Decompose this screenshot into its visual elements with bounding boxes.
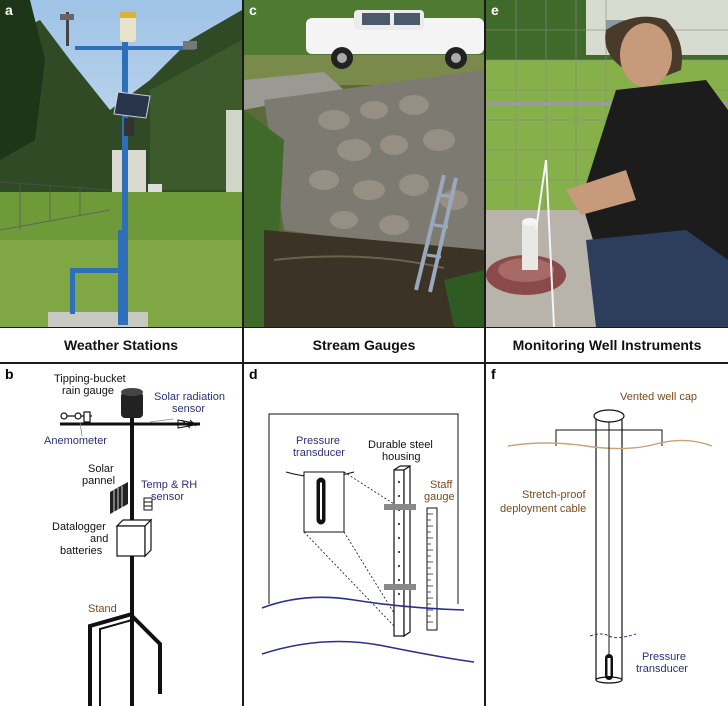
label-rain-gauge-line2: rain gauge xyxy=(62,385,114,397)
photo-monitoring-well: e xyxy=(486,0,728,327)
panel-label-b: b xyxy=(5,366,14,382)
panel-label-c: c xyxy=(249,2,257,18)
solar-radiation-sensor-icon xyxy=(177,419,201,429)
label-stand: Stand xyxy=(88,603,117,615)
anemometer-icon xyxy=(60,411,92,423)
header-monitoring-well: Monitoring Well Instruments xyxy=(486,328,728,362)
panel-label-a: a xyxy=(5,2,13,18)
ground-surface-line xyxy=(507,439,713,450)
well-casing xyxy=(595,416,623,684)
pressure-transducer-inset xyxy=(303,471,345,533)
label-pressure-transducer-line1: Pressure xyxy=(296,435,340,447)
water-level-line xyxy=(589,633,637,639)
label-solar-panel-line2: pannel xyxy=(82,475,115,487)
diagram-monitoring-well: f Vented well cap Stretch-proof deployme… xyxy=(486,364,728,706)
panel-label-e: e xyxy=(491,2,499,18)
housing-bracket-lower xyxy=(384,584,416,590)
diagram-weather-station: b xyxy=(0,364,242,706)
label-solar-panel-line1: Solar xyxy=(88,463,114,475)
label-datalogger-line1: Datalogger xyxy=(52,521,106,533)
pressure-transducer-icon xyxy=(605,654,613,680)
header-weather-stations: Weather Stations xyxy=(0,328,242,362)
label-temp-rh-line2: sensor xyxy=(151,491,184,503)
label-steel-housing-line1: Durable steel xyxy=(368,439,433,451)
housing-bracket-upper xyxy=(384,504,416,510)
photo-weather-station: a xyxy=(0,0,242,327)
panel-label-f: f xyxy=(491,366,496,382)
label-solar-radiation-line1: Solar radiation xyxy=(154,391,225,403)
staff-gauge-ticks xyxy=(427,513,433,623)
weather-station-drawing xyxy=(60,414,200,706)
label-solar-radiation-line2: sensor xyxy=(172,403,205,415)
well-cap-icon xyxy=(593,409,625,423)
datalogger-box-icon xyxy=(115,518,153,558)
staff-gauge xyxy=(426,507,438,631)
label-anemometer: Anemometer xyxy=(44,435,107,447)
label-rain-gauge-line1: Tipping-bucket xyxy=(54,373,126,385)
solar-panel-icon xyxy=(110,482,128,514)
panel-label-d: d xyxy=(249,366,258,382)
label-staff-gauge-line2: gauge xyxy=(424,491,455,503)
label-temp-rh-line1: Temp & RH xyxy=(141,479,197,491)
label-well-pressure-line2: transducer xyxy=(636,663,688,675)
label-datalogger-line3: batteries xyxy=(60,545,103,557)
label-pressure-transducer-line2: transducer xyxy=(293,447,345,459)
label-well-pressure-line1: Pressure xyxy=(642,651,686,663)
label-staff-gauge-line1: Staff xyxy=(430,479,453,491)
label-deployment-cable-line1: Stretch-proof xyxy=(522,489,587,501)
label-deployment-cable-line2: deployment cable xyxy=(500,503,586,515)
label-steel-housing-line2: housing xyxy=(382,451,421,463)
photo-stream-gauge: c xyxy=(244,0,484,327)
label-vented-well-cap: Vented well cap xyxy=(620,391,697,403)
rain-gauge-icon xyxy=(121,392,143,418)
temp-rh-sensor-icon xyxy=(143,497,153,511)
label-datalogger-line2: and xyxy=(90,533,108,545)
water-surface xyxy=(261,596,475,663)
header-stream-gauges: Stream Gauges xyxy=(244,328,484,362)
steel-housing xyxy=(393,464,411,638)
diagram-stream-gauge: d xyxy=(244,364,484,706)
